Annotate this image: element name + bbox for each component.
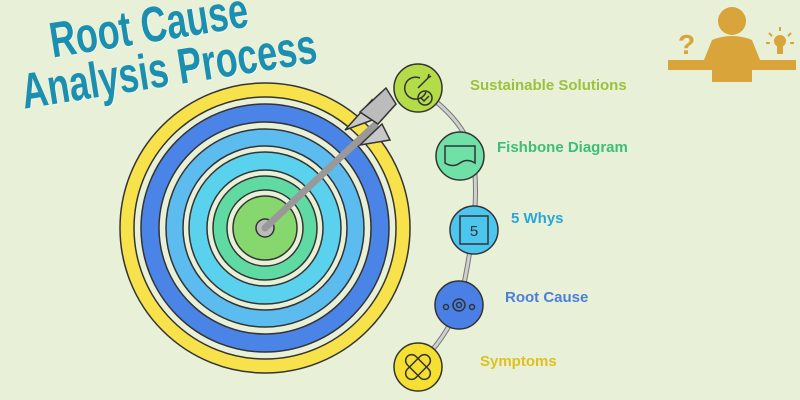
step-icon-root-cause (434, 280, 484, 330)
step-icon-5-whys: 5 (449, 205, 499, 255)
step-icon-sustainable-solutions (393, 63, 443, 113)
person-thinking-icon: ? (668, 7, 796, 82)
arrow-icon (261, 86, 397, 232)
question-mark-icon: ? (678, 29, 695, 60)
step-icon-fishbone-diagram (435, 131, 485, 181)
step-label-fishbone-diagram: Fishbone Diagram (497, 139, 628, 156)
five-text: 5 (470, 223, 478, 240)
step-label-sustainable-solutions: Sustainable Solutions (470, 77, 627, 94)
step-label-symptoms: Symptoms (480, 353, 557, 370)
step-icon-symptoms (393, 342, 443, 392)
step-label-5-whys: 5 Whys (511, 210, 564, 227)
step-label-root-cause: Root Cause (505, 289, 589, 306)
